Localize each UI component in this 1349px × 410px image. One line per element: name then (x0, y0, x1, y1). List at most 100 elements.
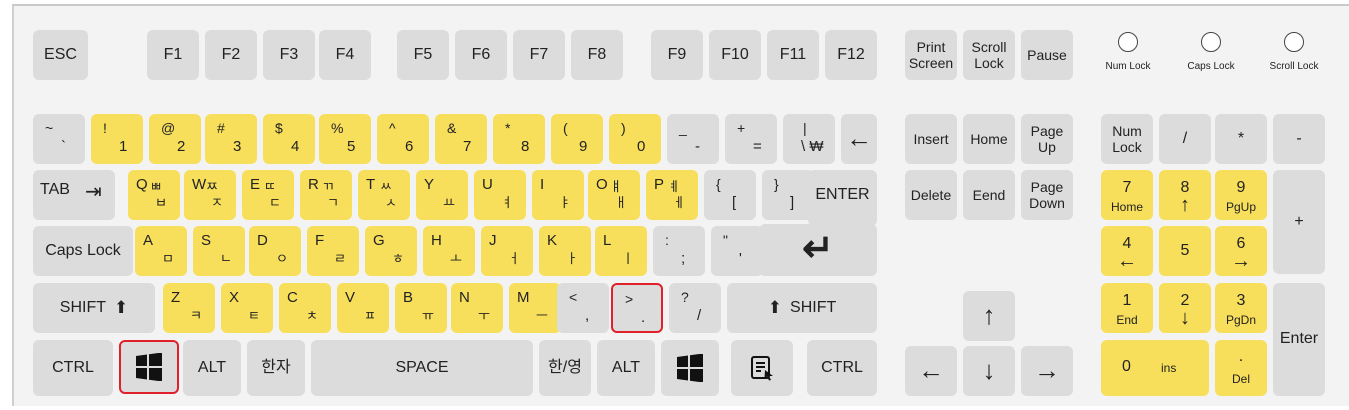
key-f[interactable]: F ㄹ (307, 226, 359, 276)
key-hanja[interactable]: 한자 (247, 340, 305, 396)
key-enter-lower[interactable]: ↵ (759, 224, 877, 276)
key-v[interactable]: V ㅍ (337, 283, 389, 333)
key-esc[interactable]: ESC (33, 30, 88, 80)
key-print-screen[interactable]: Print Screen (905, 30, 957, 80)
key-numpad-minus[interactable]: - (1273, 114, 1325, 164)
key-g[interactable]: G ㅎ (365, 226, 417, 276)
key-7[interactable]: & 7 (435, 114, 487, 164)
key-numpad-5[interactable]: 5 (1159, 226, 1211, 276)
key-numpad-6[interactable]: 6 → (1215, 226, 1267, 276)
key-han-yeong[interactable]: 한/영 (539, 340, 591, 396)
key-numpad-multiply[interactable]: * (1215, 114, 1267, 164)
key-delete[interactable]: Delete (905, 170, 957, 220)
key-numpad-decimal[interactable]: . Del (1215, 340, 1267, 396)
key-backtick[interactable]: ~ ` (33, 114, 85, 164)
key-numpad-8[interactable]: 8 ↑ (1159, 170, 1211, 220)
key-tab[interactable]: TAB ⇥ (33, 170, 115, 220)
key-right-shift[interactable]: ⬆ SHIFT (727, 283, 877, 333)
key-a[interactable]: A ㅁ (135, 226, 187, 276)
key-context-menu[interactable] (731, 340, 793, 396)
key-page-up[interactable]: Page Up (1021, 114, 1073, 164)
key-x[interactable]: X ㅌ (221, 283, 273, 333)
key-slash[interactable]: ? / (669, 283, 721, 333)
key-p[interactable]: P ㅖ ㅔ (646, 170, 698, 220)
key-c[interactable]: C ㅊ (279, 283, 331, 333)
key-numpad-3[interactable]: 3 PgDn (1215, 283, 1267, 333)
key-numpad-plus[interactable]: + (1273, 170, 1325, 274)
key-f11[interactable]: F11 (767, 30, 819, 80)
key-k[interactable]: K ㅏ (539, 226, 591, 276)
key-o[interactable]: O ㅒ ㅐ (588, 170, 640, 220)
key-num-lock[interactable]: Num Lock (1101, 114, 1153, 164)
key-comma[interactable]: < , (557, 283, 609, 333)
key-z[interactable]: Z ㅋ (163, 283, 215, 333)
key-left-windows[interactable] (119, 340, 179, 394)
key-b[interactable]: B ㅠ (395, 283, 447, 333)
key-arrow-up[interactable]: ↑ (963, 291, 1015, 341)
key-1[interactable]: ! 1 (91, 114, 143, 164)
key-h[interactable]: H ㅗ (423, 226, 475, 276)
key-f5[interactable]: F5 (397, 30, 449, 80)
key-t[interactable]: T ㅆ ㅅ (358, 170, 410, 220)
key-y[interactable]: Y ㅛ (416, 170, 468, 220)
key-q[interactable]: Q ㅃ ㅂ (128, 170, 180, 220)
key-e[interactable]: E ㄸ ㄷ (242, 170, 294, 220)
key-numpad-2[interactable]: 2 ↓ (1159, 283, 1211, 333)
key-5[interactable]: % 5 (319, 114, 371, 164)
key-left-ctrl[interactable]: CTRL (33, 340, 113, 396)
key-right-alt[interactable]: ALT (597, 340, 655, 396)
key-equals[interactable]: + = (725, 114, 777, 164)
key-numpad-0[interactable]: 0 ins (1101, 340, 1209, 396)
key-left-shift[interactable]: SHIFT ⬆ (33, 283, 155, 333)
key-9[interactable]: ( 9 (551, 114, 603, 164)
key-i[interactable]: I ㅑ (532, 170, 584, 220)
key-l[interactable]: L ㅣ (595, 226, 647, 276)
key-end[interactable]: Eend (963, 170, 1015, 220)
key-f1[interactable]: F1 (147, 30, 199, 80)
key-u[interactable]: U ㅕ (474, 170, 526, 220)
key-0[interactable]: ) 0 (609, 114, 661, 164)
key-quote[interactable]: " ' (711, 226, 763, 276)
key-f12[interactable]: F12 (825, 30, 877, 80)
key-scroll-lock[interactable]: Scroll Lock (963, 30, 1015, 80)
key-f6[interactable]: F6 (455, 30, 507, 80)
key-right-ctrl[interactable]: CTRL (807, 340, 877, 396)
key-period[interactable]: > . (611, 283, 663, 333)
key-arrow-left[interactable]: ← (905, 346, 957, 396)
key-j[interactable]: J ㅓ (481, 226, 533, 276)
key-arrow-right[interactable]: → (1021, 346, 1073, 396)
key-backspace[interactable]: ← (841, 114, 877, 164)
key-space[interactable]: SPACE (311, 340, 533, 396)
key-insert[interactable]: Insert (905, 114, 957, 164)
key-home[interactable]: Home (963, 114, 1015, 164)
key-m[interactable]: M ㅡ (509, 283, 561, 333)
key-backslash-won[interactable]: | \ ₩ (783, 114, 835, 164)
key-6[interactable]: ^ 6 (377, 114, 429, 164)
key-f3[interactable]: F3 (263, 30, 315, 80)
key-4[interactable]: $ 4 (263, 114, 315, 164)
key-f2[interactable]: F2 (205, 30, 257, 80)
key-arrow-down[interactable]: ↓ (963, 346, 1015, 396)
key-right-windows[interactable] (661, 340, 719, 396)
key-d[interactable]: D ㅇ (249, 226, 301, 276)
key-f9[interactable]: F9 (651, 30, 703, 80)
key-numpad-9[interactable]: 9 PgUp (1215, 170, 1267, 220)
key-3[interactable]: # 3 (205, 114, 257, 164)
key-f8[interactable]: F8 (571, 30, 623, 80)
key-page-down[interactable]: Page Down (1021, 170, 1073, 220)
key-left-bracket[interactable]: { [ (704, 170, 756, 220)
key-numpad-enter[interactable]: Enter (1273, 283, 1325, 396)
key-s[interactable]: S ㄴ (193, 226, 245, 276)
key-left-alt[interactable]: ALT (183, 340, 241, 396)
key-f4[interactable]: F4 (319, 30, 371, 80)
key-semicolon[interactable]: : ; (653, 226, 705, 276)
key-r[interactable]: R ㄲ ㄱ (300, 170, 352, 220)
key-pause[interactable]: Pause (1021, 30, 1073, 80)
key-w[interactable]: W ㅉ ㅈ (184, 170, 236, 220)
key-numpad-1[interactable]: 1 End (1101, 283, 1153, 333)
key-8[interactable]: * 8 (493, 114, 545, 164)
key-numpad-4[interactable]: 4 ← (1101, 226, 1153, 276)
key-f7[interactable]: F7 (513, 30, 565, 80)
key-n[interactable]: N ㅜ (451, 283, 503, 333)
key-2[interactable]: @ 2 (149, 114, 201, 164)
